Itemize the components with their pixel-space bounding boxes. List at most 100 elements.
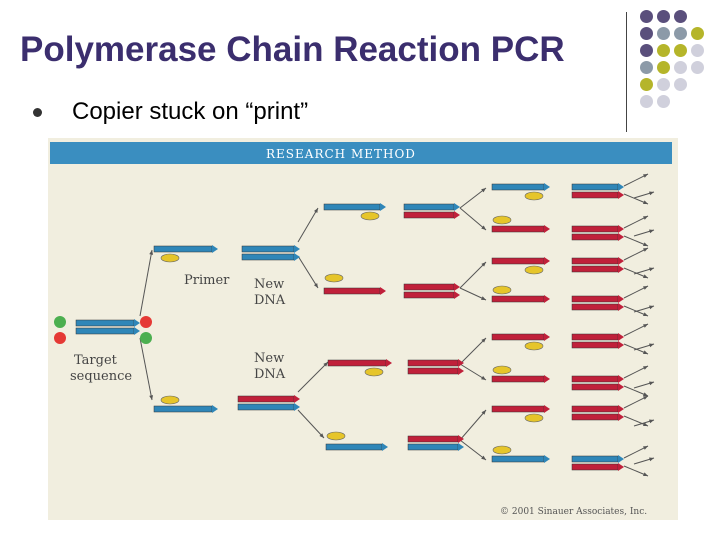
bullet-item: Copier stuck on “print”: [72, 98, 309, 125]
cycle4-pair-6-top: [571, 375, 619, 383]
cycle4-strand-5-tip: [544, 333, 550, 341]
cycle4-pair-5-bottom-tip: [618, 341, 624, 349]
target-label-line2: sequence: [70, 369, 132, 384]
primers: [160, 191, 544, 455]
cycle3-strand-3-tip: [386, 359, 392, 367]
cycle4-pair-2-top-tip: [618, 225, 624, 233]
cycle4-pair-4-bottom: [571, 303, 619, 311]
decorative-dot: [691, 61, 704, 74]
cycle3-strand-2-tip: [380, 287, 386, 295]
arrow-cycle3-d-head: [319, 433, 324, 438]
arrow-out-down-4-head: [643, 312, 648, 317]
new-dna-label-top-line2: DNA: [254, 293, 286, 308]
arrow-out-down-6-head: [643, 392, 648, 397]
arrow-edge-1-head: [649, 191, 654, 196]
cycle2-upper-pair-top: [241, 245, 295, 253]
arrow-out-down-5-head: [643, 350, 648, 355]
cycle4-strand-8: [491, 455, 545, 463]
cycle3-pair-2-bottom: [403, 291, 455, 299]
arrow-cycle4-3-head: [481, 262, 486, 267]
cycle4-strand-1: [491, 183, 545, 191]
end-marker-3prime-left: [54, 332, 66, 344]
primer-label: Primer: [184, 273, 230, 288]
new-dna-label-bottom-line2: DNA: [254, 367, 286, 382]
cycle3-pair-4-top: [407, 435, 459, 443]
cycle3-pair-1-top-tip: [454, 203, 460, 211]
arrow-cycle4-1-head: [481, 188, 486, 193]
cycle3-strand-3: [327, 359, 387, 367]
cycle4-pair-6-bottom: [571, 383, 619, 391]
cycle3-pair-3-bottom: [407, 367, 459, 375]
cycle3-pair-3-top: [407, 359, 459, 367]
decorative-dot: [674, 44, 687, 57]
arrow-out-up-3-head: [643, 248, 648, 252]
arrow-cycle4-8: [459, 439, 487, 461]
header-title: RESEARCH METHOD: [266, 147, 416, 161]
cycle4-strand-8-tip: [544, 455, 550, 463]
decorative-dot: [657, 27, 670, 40]
cycle4-strand-6-tip: [544, 375, 550, 383]
cycle4-pair-1-top-tip: [618, 183, 624, 191]
decorative-dot: [674, 27, 687, 40]
cycle3-pair-1-bottom-tip: [454, 211, 460, 219]
decorative-dot: [640, 95, 653, 108]
cycle4-strand-7-tip: [544, 405, 550, 413]
arrow-out-up-8-head: [643, 446, 648, 450]
cycle4-strand-7: [491, 405, 545, 413]
cycle3-pair-4-bottom: [407, 443, 459, 451]
arrow-cycle4-6: [459, 363, 487, 381]
arrow-cycle4-7-head: [481, 410, 486, 415]
arrow-cycle4-4-head: [481, 296, 486, 300]
cycle4-pair-1-bottom-tip: [618, 191, 624, 199]
arrow-out-down-1-head: [643, 200, 648, 205]
cycle3-strand-4: [325, 443, 383, 451]
cycle4-pair-4-top-tip: [618, 295, 624, 303]
cycle4-primer-8: [492, 445, 512, 455]
arrow-cycle3-b-head: [313, 283, 318, 288]
cycle4-pair-8-top-tip: [618, 455, 624, 463]
cycle3-primer-2: [324, 273, 344, 283]
arrow-cycle3-d: [297, 409, 325, 439]
cycle1-upper-template-tip: [212, 245, 218, 253]
cycle4-strand-4: [491, 295, 545, 303]
cycle4-pair-3-top: [571, 257, 619, 265]
copyright-text: © 2001 Sinauer Associates, Inc.: [500, 507, 647, 517]
cycle4-pair-6-bottom-tip: [618, 383, 624, 391]
dna-strands: [75, 183, 624, 471]
end-marker-5prime-left: [54, 316, 66, 328]
cycle3-strand-1-tip: [380, 203, 386, 211]
cycle4-strand-5: [491, 333, 545, 341]
pcr-diagram: RESEARCH METHOD Primer New DNA New DNA T…: [48, 138, 678, 520]
cycle2-lower-pair-bottom: [237, 403, 295, 411]
cycle3-pair-4-bottom-tip: [458, 443, 464, 451]
cycle3-primer-1: [360, 211, 380, 221]
arrow-out-up-6-head: [643, 366, 648, 370]
cycle4-pair-8-bottom-tip: [618, 463, 624, 471]
arrow-cycle3-c-head: [323, 362, 328, 367]
cycle2-upper-pair-bottom-tip: [294, 253, 300, 261]
arrow-out-up-2-head: [643, 216, 648, 220]
decorative-dot-grid: [636, 8, 720, 118]
arrow-edge-6-head: [649, 381, 654, 386]
cycle4-strand-1-tip: [544, 183, 550, 191]
cycle4-pair-8-top: [571, 455, 619, 463]
cycle3-primer-3: [364, 367, 384, 377]
cycle4-pair-7-bottom-tip: [618, 413, 624, 421]
arrow-cycle1-up-head: [149, 250, 154, 255]
arrow-out-down-8-head: [643, 472, 648, 477]
pcr-diagram-svg: RESEARCH METHOD Primer New DNA New DNA T…: [50, 142, 672, 517]
cycle3-pair-2-top: [403, 283, 455, 291]
cycle4-pair-2-top: [571, 225, 619, 233]
arrow-cycle4-5: [459, 337, 487, 365]
cycle3-pair-4-top-tip: [458, 435, 464, 443]
cycle4-primer-6: [492, 365, 512, 375]
decorative-dot: [640, 78, 653, 91]
arrow-cycle3-a-head: [313, 208, 318, 213]
branch-arrows: [139, 173, 655, 477]
decorative-dot: [674, 61, 687, 74]
arrow-edge-7-head: [649, 419, 654, 424]
decorative-dot: [640, 44, 653, 57]
arrow-edge-2-head: [649, 229, 654, 234]
cycle4-strand-2-tip: [544, 225, 550, 233]
arrow-cycle1-up: [139, 249, 153, 317]
